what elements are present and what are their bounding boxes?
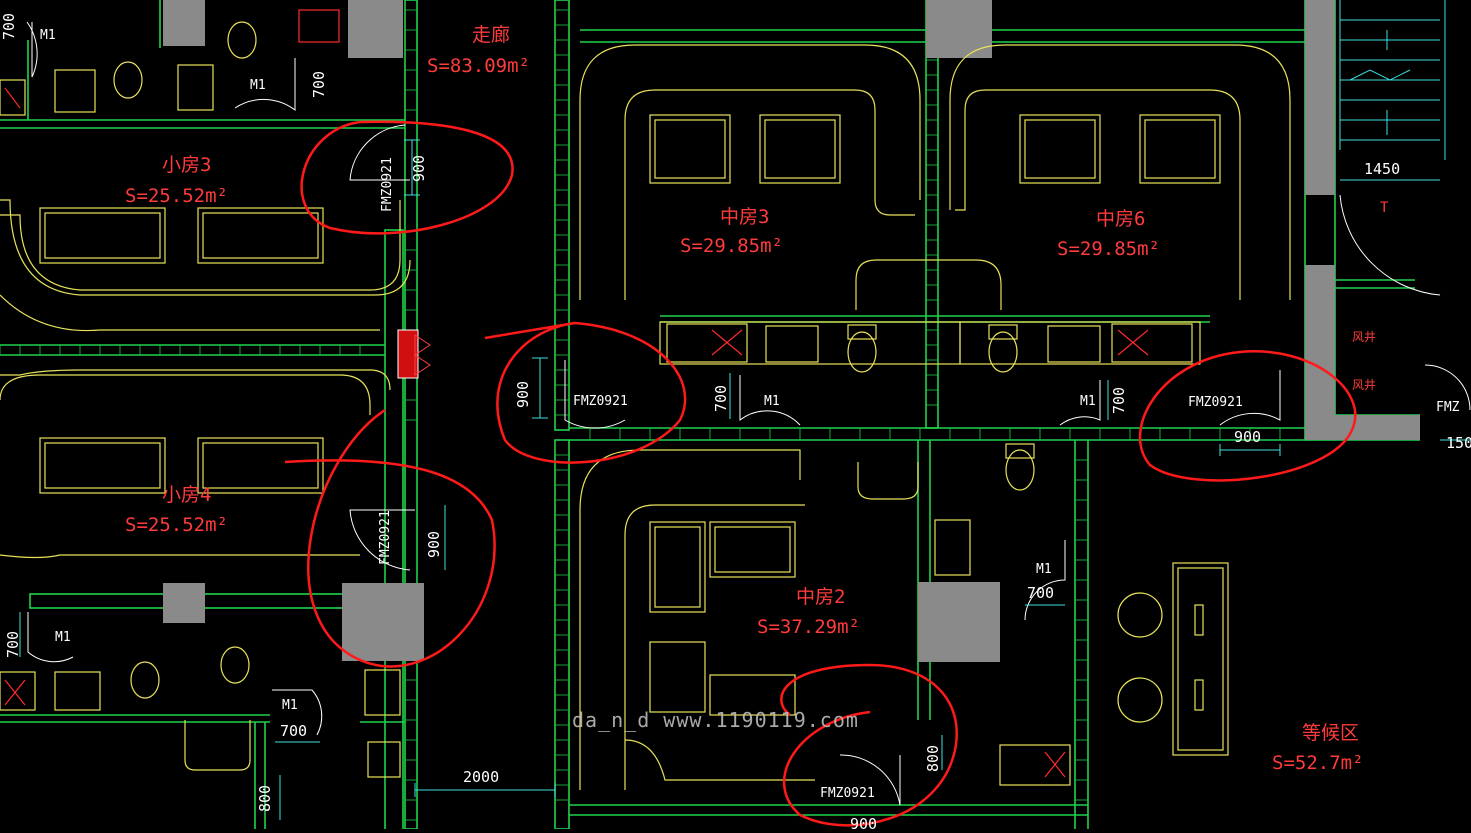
room-name-shaft-a: 风井 bbox=[1352, 330, 1377, 344]
room-area-mid3: S=29.85m² bbox=[680, 235, 783, 257]
door-label-fmz-right-edge: FMZ bbox=[1436, 400, 1460, 415]
dim-800-mid2: 800 bbox=[924, 744, 942, 772]
annotation-circles bbox=[284, 120, 1357, 827]
door-swings bbox=[26, 21, 1471, 806]
dim-700-bot-mid: 700 bbox=[280, 722, 308, 740]
dim-700-top-mid: 700 bbox=[0, 12, 18, 40]
furniture bbox=[0, 21, 1291, 790]
door-label-m1-top-left: M1 bbox=[40, 28, 56, 43]
columns bbox=[163, 0, 1420, 662]
dim-900-a: 900 bbox=[410, 154, 428, 182]
dim-700-mid2: 700 bbox=[1027, 584, 1055, 602]
room-name-mid2: 中房2 bbox=[796, 586, 846, 608]
dim-900-c: 900 bbox=[1234, 428, 1262, 446]
dim-150: 150 bbox=[1446, 434, 1471, 452]
door-label-m1-top-mid: M1 bbox=[250, 78, 266, 93]
door-label-fmz-d: FMZ0921 bbox=[378, 510, 393, 565]
dim-800-bot-left: 800 bbox=[256, 784, 274, 812]
fire-hydrant-cabinet bbox=[397, 329, 419, 379]
room-name-shaft-b: 风井 bbox=[1352, 378, 1377, 392]
door-label-fmz-b: FMZ0921 bbox=[573, 394, 628, 409]
room-area-waiting: S=52.7m² bbox=[1272, 752, 1364, 774]
dim-700-mid3: 700 bbox=[712, 384, 730, 412]
dim-2000: 2000 bbox=[463, 768, 500, 786]
room-area-small3: S=25.52m² bbox=[125, 185, 228, 207]
door-label-m1-bot-left: M1 bbox=[55, 630, 71, 645]
dim-900-bottom: 900 bbox=[850, 815, 878, 833]
dim-900-b: 900 bbox=[514, 380, 532, 408]
room-area-small4: S=25.52m² bbox=[125, 514, 228, 536]
door-label-m1-mid6: M1 bbox=[1080, 394, 1096, 409]
dimension-lines bbox=[19, 139, 1470, 820]
room-area-mid2: S=37.29m² bbox=[757, 616, 860, 638]
stair bbox=[1339, 0, 1446, 160]
door-label-fmz-a: FMZ0921 bbox=[380, 157, 395, 212]
fixture-accents bbox=[4, 9, 1149, 778]
room-area-mid6: S=29.85m² bbox=[1057, 238, 1160, 260]
room-name-small4: 小房4 bbox=[162, 484, 212, 506]
room-name-waiting: 等候区 bbox=[1302, 722, 1360, 744]
dim-700-top-left: 700 bbox=[310, 70, 328, 98]
stair-marker: T bbox=[1380, 200, 1389, 216]
room-name-mid3: 中房3 bbox=[720, 206, 770, 228]
door-label-m1-bot-mid: M1 bbox=[282, 698, 298, 713]
dim-1450: 1450 bbox=[1364, 160, 1401, 178]
room-name-mid6: 中房6 bbox=[1096, 208, 1146, 230]
watermark-text: da_n_d www.1190119.com bbox=[572, 708, 859, 732]
door-label-fmz-c: FMZ0921 bbox=[1188, 395, 1243, 410]
room-area-corridor: S=83.09m² bbox=[427, 55, 530, 77]
dim-700-bot-left: 700 bbox=[4, 630, 22, 658]
door-label-m1-mid2: M1 bbox=[1036, 562, 1052, 577]
room-name-small3: 小房3 bbox=[162, 154, 212, 176]
room-name-corridor: 走廊 bbox=[472, 24, 511, 46]
door-label-fmz-e: FMZ0921 bbox=[820, 786, 875, 801]
door-label-m1-mid3: M1 bbox=[764, 394, 780, 409]
dim-700-mid6: 700 bbox=[1110, 386, 1128, 414]
dim-900-d: 900 bbox=[425, 530, 443, 558]
